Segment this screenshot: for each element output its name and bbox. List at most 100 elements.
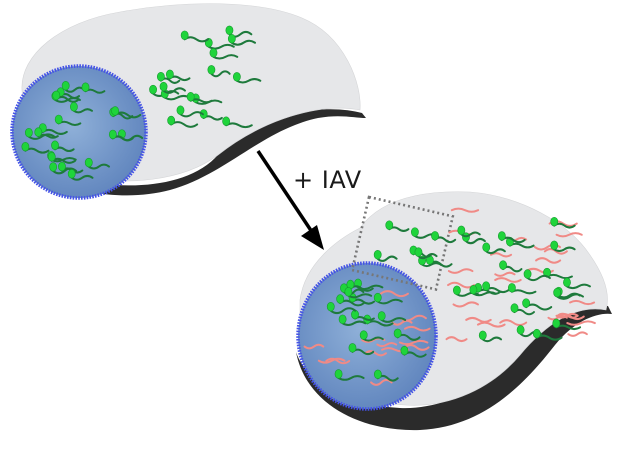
host-rna-strand-icon bbox=[317, 357, 346, 364]
host-rna-strand-icon bbox=[555, 232, 583, 238]
rna-strand-icon bbox=[186, 92, 213, 104]
host-rna-strand-icon bbox=[379, 290, 409, 298]
rna-strand-icon bbox=[553, 287, 584, 300]
rna-strand-icon bbox=[180, 30, 209, 43]
nucleus bbox=[10, 64, 148, 200]
rna-strand-icon bbox=[508, 283, 537, 295]
rna-strand-icon bbox=[227, 34, 256, 46]
rna-strand-icon bbox=[497, 231, 526, 244]
host-rna-strand-icon bbox=[543, 248, 568, 255]
rna-strand-icon bbox=[563, 277, 591, 290]
rna-strand-icon bbox=[482, 242, 506, 255]
rna-strand-icon bbox=[156, 71, 181, 84]
rna-strand-icon bbox=[54, 114, 82, 127]
cell-shadow bbox=[20, 109, 366, 196]
rna-strand-icon bbox=[482, 281, 510, 294]
rna-strand-icon bbox=[414, 247, 438, 260]
rna-molecules bbox=[21, 25, 596, 386]
rna-strand-icon bbox=[346, 279, 374, 292]
rna-strand-icon bbox=[159, 81, 187, 94]
rna-strand-icon bbox=[344, 287, 373, 299]
host-rna-strand-icon bbox=[569, 299, 596, 306]
rna-strand-icon bbox=[81, 82, 106, 94]
host-rna-strand-icon bbox=[450, 207, 480, 213]
arrow-shaft bbox=[256, 150, 314, 233]
rna-strand-icon bbox=[377, 311, 407, 323]
rna-strand-icon bbox=[111, 106, 142, 119]
rna-strand-icon bbox=[552, 318, 582, 331]
rna-strand-icon bbox=[522, 298, 553, 311]
host-rna-strand-icon bbox=[398, 339, 429, 346]
host-rna-strand-icon bbox=[556, 312, 579, 319]
rna-strand-icon bbox=[373, 369, 399, 382]
host-rna-strand-icon bbox=[547, 315, 568, 321]
down-right-arrow-icon bbox=[256, 150, 324, 250]
rna-strand-icon bbox=[326, 301, 357, 315]
host-rna-strand-icon bbox=[303, 343, 325, 350]
arrow-head bbox=[301, 225, 324, 250]
rna-strand-icon bbox=[373, 292, 403, 305]
rna-strand-icon bbox=[550, 240, 576, 252]
rna-strand-icon bbox=[52, 90, 80, 103]
rna-strand-icon bbox=[84, 157, 111, 170]
host-rna-strand-icon bbox=[403, 325, 431, 332]
host-rna-strand-icon bbox=[535, 257, 562, 264]
host-rna-strand-icon bbox=[370, 378, 393, 386]
host-rna-strand-icon bbox=[452, 301, 479, 308]
host-rna-strand-icon bbox=[499, 319, 528, 327]
rna-strand-icon bbox=[167, 115, 199, 128]
rna-strand-icon bbox=[70, 102, 93, 114]
treatment-label: + IAV bbox=[293, 166, 362, 194]
host-rna-strand-icon bbox=[494, 277, 522, 283]
rna-strand-icon bbox=[225, 25, 253, 38]
rna-strand-icon bbox=[400, 345, 427, 358]
rna-strand-icon bbox=[209, 48, 239, 60]
rna-strand-icon bbox=[165, 69, 191, 82]
host-rna-strand-icon bbox=[490, 252, 513, 258]
host-rna-strand-icon bbox=[494, 271, 516, 277]
host-rna-strand-icon bbox=[476, 321, 506, 328]
rna-strand-icon bbox=[24, 127, 56, 140]
rna-strand-icon bbox=[67, 169, 94, 181]
rna-strand-icon bbox=[469, 285, 497, 297]
rna-strand-icon bbox=[222, 116, 253, 129]
host-rna-strand-icon bbox=[325, 357, 351, 365]
rna-strand-icon bbox=[49, 162, 78, 175]
host-rna-strand-icon bbox=[465, 316, 492, 323]
host-rna-strand-icon bbox=[567, 331, 588, 337]
rna-strand-icon bbox=[550, 216, 576, 229]
rna-strand-icon bbox=[532, 328, 563, 341]
rna-strand-icon bbox=[108, 129, 134, 142]
rna-strand-icon bbox=[21, 141, 50, 154]
rna-strand-icon bbox=[176, 105, 204, 118]
rna-strand-icon bbox=[336, 294, 365, 307]
rna-strand-icon bbox=[523, 269, 551, 282]
rna-strand-icon bbox=[431, 231, 457, 244]
rna-strand-icon bbox=[385, 220, 410, 232]
host-rna-strand-icon bbox=[566, 320, 596, 326]
rna-strand-icon bbox=[499, 260, 523, 273]
host-rna-strand-icon bbox=[445, 336, 468, 343]
rna-strand-icon bbox=[348, 343, 375, 356]
host-rna-strand-icon bbox=[364, 350, 387, 357]
rna-strand-icon bbox=[334, 369, 365, 381]
rna-strand-icon bbox=[61, 80, 86, 93]
rna-strand-icon bbox=[359, 330, 384, 342]
rna-strand-icon bbox=[478, 330, 503, 343]
rna-strand-icon bbox=[351, 309, 375, 322]
host-rna-strand-icon bbox=[447, 268, 474, 274]
rna-strand-icon bbox=[232, 72, 262, 84]
rna-strand-icon bbox=[47, 152, 77, 164]
rna-strand-icon bbox=[510, 303, 535, 316]
rna-strand-icon bbox=[207, 65, 231, 78]
rna-strand-icon bbox=[373, 250, 398, 262]
host-rna-strand-icon bbox=[403, 344, 430, 351]
rna-strand-icon bbox=[51, 140, 75, 152]
rna-strand-icon bbox=[506, 236, 535, 249]
host-rna-strand-icon bbox=[376, 342, 398, 348]
rna-strand-icon bbox=[457, 225, 481, 238]
rna-strand-icon bbox=[393, 328, 421, 341]
rna-strand-icon bbox=[338, 314, 367, 326]
